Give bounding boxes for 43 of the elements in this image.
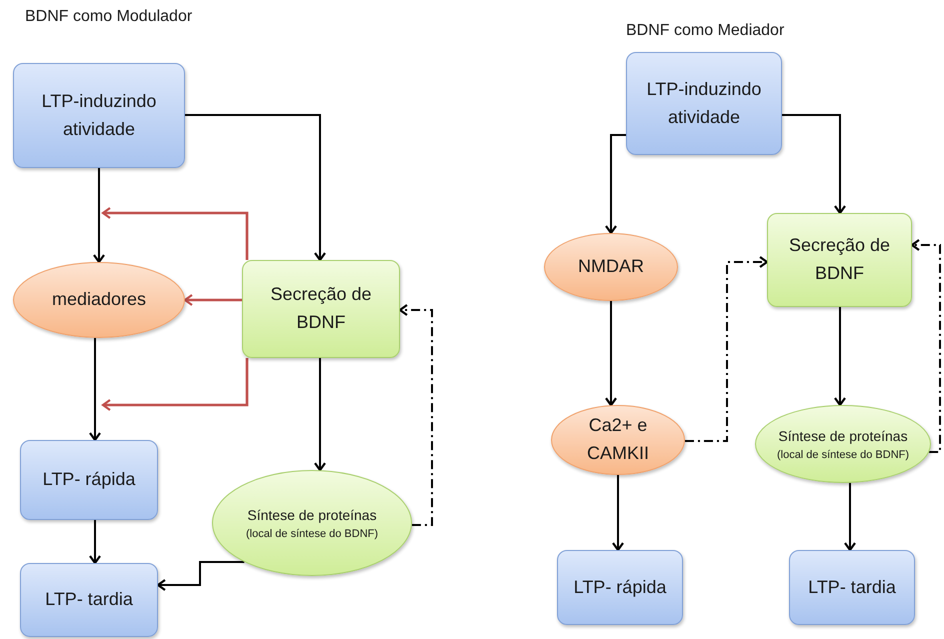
arrow bbox=[612, 475, 624, 552]
process-box bbox=[789, 550, 915, 625]
node-label: LTP- tardia bbox=[807, 576, 897, 599]
dash-dot-arrow bbox=[398, 304, 433, 526]
node-label: (local de síntese do BDNF) bbox=[244, 526, 380, 541]
arrow bbox=[184, 294, 242, 306]
arrow bbox=[834, 307, 846, 406]
process-box bbox=[20, 563, 158, 637]
node-label: Síntese de proteínas bbox=[777, 427, 909, 446]
node-label: Secreção de BDNF bbox=[269, 283, 373, 334]
arrow bbox=[604, 134, 626, 234]
arrow bbox=[185, 114, 326, 262]
arrow bbox=[102, 206, 248, 260]
node-label: LTP- rápida bbox=[42, 468, 136, 492]
process-box bbox=[20, 440, 158, 520]
dash-dot-arrow bbox=[684, 256, 768, 442]
arrow bbox=[88, 520, 102, 564]
node-label: LTP-induzindo atividade bbox=[40, 90, 158, 140]
section-heading: BDNF como Modulador bbox=[25, 8, 192, 26]
arrow bbox=[102, 358, 248, 412]
process-box bbox=[13, 63, 185, 168]
process-box bbox=[557, 550, 683, 625]
process-box bbox=[242, 260, 400, 358]
arrow bbox=[156, 561, 244, 592]
arrow bbox=[782, 114, 846, 214]
node-label: NMDAR bbox=[577, 255, 645, 278]
node-label: (local de síntese do BDNF) bbox=[776, 448, 910, 462]
process-box bbox=[626, 52, 782, 155]
arrow bbox=[314, 358, 326, 472]
arrow bbox=[604, 301, 618, 406]
node-label: LTP- rápida bbox=[572, 576, 668, 599]
dash-dot-arrow bbox=[910, 238, 941, 453]
process-box bbox=[767, 213, 912, 307]
arrow bbox=[92, 168, 106, 264]
arrow bbox=[88, 338, 102, 442]
node-label: Ca2+ e CAMKII bbox=[586, 414, 650, 465]
node-label: LTP-induzindo atividade bbox=[646, 78, 762, 128]
arrow bbox=[844, 482, 856, 552]
node-label: mediadores bbox=[50, 288, 148, 312]
node-label: LTP- tardia bbox=[44, 588, 134, 612]
node-label: Síntese de proteínas bbox=[246, 506, 378, 525]
node-label: Secreção de BDNF bbox=[788, 234, 892, 285]
section-heading: BDNF como Mediador bbox=[626, 22, 784, 40]
